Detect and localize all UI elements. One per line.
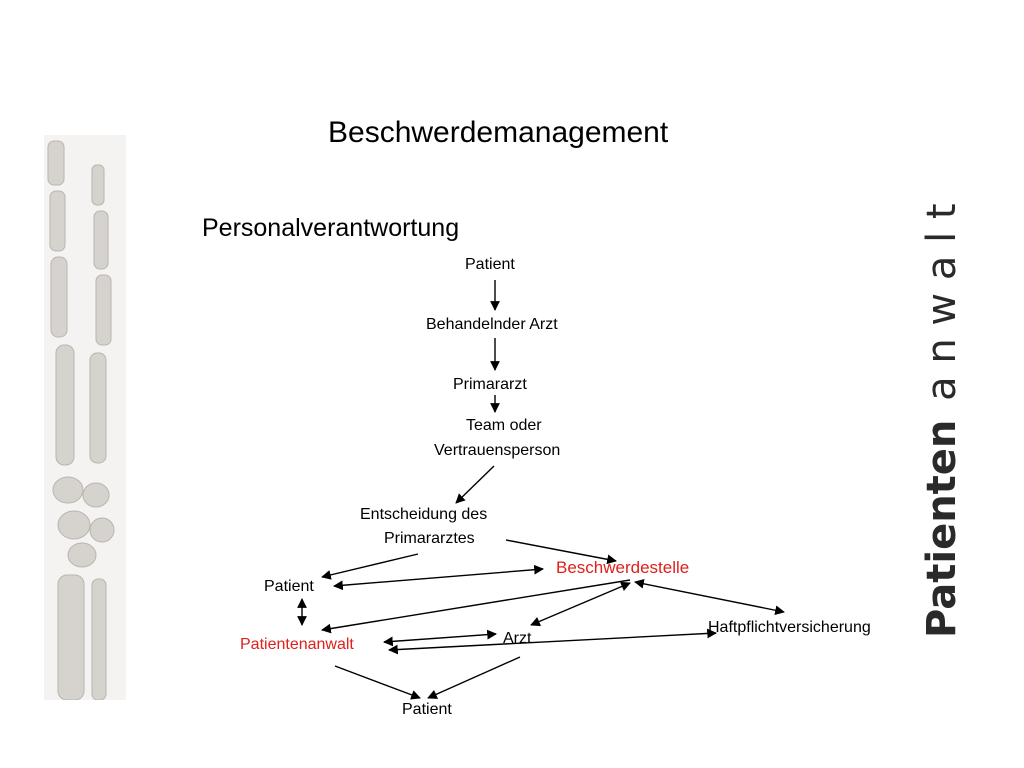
arrow-arzt-beschwerdestelle [530, 581, 631, 627]
svg-text:Patienten a n w a l t: Patienten a n w a l t [919, 203, 965, 638]
arrow-patientenanwalt-arzt [383, 629, 497, 647]
node-team-line2: Vertrauensperson [434, 442, 561, 459]
patientenanwalt-logo: Patienten a n w a l t [919, 203, 965, 638]
node-haftpflicht: Haftpflichtversicherung [708, 619, 871, 636]
node-patient-bottom: Patient [402, 701, 452, 718]
node-patient-top: Patient [465, 256, 515, 273]
node-arzt: Arzt [503, 630, 532, 647]
arrow-beschwerdestelle-to-patientenanwalt [321, 579, 631, 634]
node-entscheidung-line1: Entscheidung des [360, 506, 488, 523]
arrow-entscheidung-to-patient [321, 553, 419, 580]
node-patient-mid: Patient [264, 578, 314, 595]
arrow-team-to-entscheidung [455, 465, 495, 504]
hand-xray-icon [44, 135, 126, 700]
brand-light: a n w a l t [919, 203, 965, 400]
arrow-beschwerdestelle-haftpflicht [634, 578, 785, 616]
node-team-line1: Team oder [466, 417, 542, 434]
arrow-patient-beschwerdestelle [333, 564, 544, 591]
page-subtitle: Personalverantwortung [202, 214, 460, 242]
brand-bold: Patienten [919, 420, 965, 638]
page-title: Beschwerdemanagement [328, 116, 669, 149]
node-primararzt: Primararzt [453, 376, 527, 393]
node-patientenanwalt: Patientenanwalt [240, 636, 354, 653]
node-beschwerdestelle: Beschwerdestelle [556, 558, 690, 577]
arrow-patientenanwalt-haftpflicht [388, 628, 717, 655]
node-entscheidung-line2: Primararztes [384, 530, 475, 547]
arrow-patientenanwalt-to-patient [334, 665, 421, 700]
node-behandelnder-arzt: Behandelnder Arzt [426, 316, 558, 333]
arrow-arzt-to-patient [427, 656, 521, 699]
